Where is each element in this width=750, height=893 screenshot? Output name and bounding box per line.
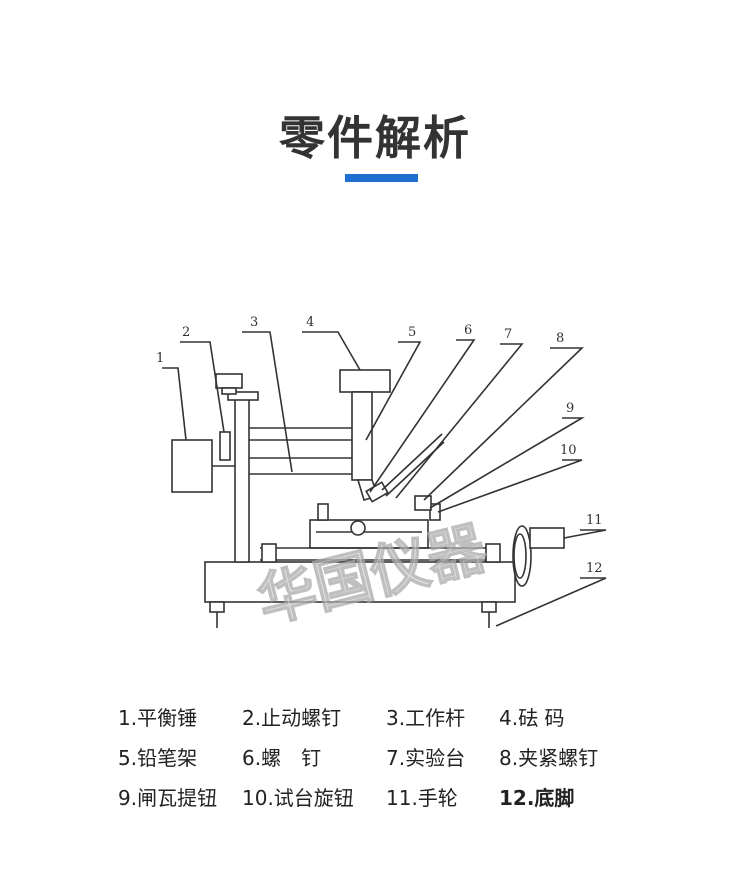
callout-9: 9	[566, 401, 574, 416]
callout-5: 5	[408, 325, 416, 340]
callout-12: 12	[586, 561, 603, 576]
foot-right	[481, 601, 497, 613]
callout-11: 11	[586, 513, 603, 528]
column	[234, 397, 250, 563]
callout-1: 1	[156, 351, 164, 366]
callout-4: 4	[306, 315, 314, 330]
legend-row: 5.铅笔架 6.螺 钉 7.实验台 8.夹紧螺钉	[118, 744, 678, 784]
legend-item: 1.平衡锤	[118, 706, 198, 730]
legend-item: 11.手轮	[386, 786, 458, 810]
top-knob	[215, 373, 243, 389]
callout-10: 10	[560, 443, 577, 458]
test-table	[309, 519, 429, 549]
page-title: 零件解析	[279, 111, 471, 165]
parts-diagram: 1 2 3 4 5 6 7 8 9 10 11 12 华国仪器	[156, 315, 607, 637]
legend-item: 2.止动螺钉	[242, 706, 342, 730]
balance-weight	[171, 439, 213, 493]
legend-item: 6.螺 钉	[242, 746, 322, 770]
legend-item: 9.闸瓦提钮	[118, 786, 218, 810]
legend-row: 9.闸瓦提钮 10.试台旋钮 11.手轮 12.底脚	[118, 784, 678, 824]
legend-item: 5.铅笔架	[118, 746, 198, 770]
callout-8: 8	[556, 331, 564, 346]
legend-item: 4.砝 码	[499, 706, 565, 730]
base-plate	[204, 561, 516, 603]
weight-block	[339, 369, 391, 393]
parts-legend: 1.平衡锤 2.止动螺钉 3.工作杆 4.砝 码 5.铅笔架 6.螺 钉 7.实…	[118, 704, 678, 824]
legend-row: 1.平衡锤 2.止动螺钉 3.工作杆 4.砝 码	[118, 704, 678, 744]
title-underline	[345, 174, 418, 182]
legend-item: 10.试台旋钮	[242, 786, 354, 810]
legend-item: 12.底脚	[499, 786, 575, 810]
foot-left	[209, 601, 225, 613]
callout-3: 3	[250, 315, 258, 330]
legend-item: 3.工作杆	[386, 706, 466, 730]
legend-item: 7.实验台	[386, 746, 466, 770]
callout-6: 6	[464, 323, 472, 338]
diagram-callouts: 1 2 3 4 5 6 7 8 9 10 11 12	[156, 315, 603, 576]
callout-2: 2	[182, 325, 190, 340]
callout-7: 7	[504, 327, 512, 342]
legend-item: 8.夹紧螺钉	[499, 746, 599, 770]
